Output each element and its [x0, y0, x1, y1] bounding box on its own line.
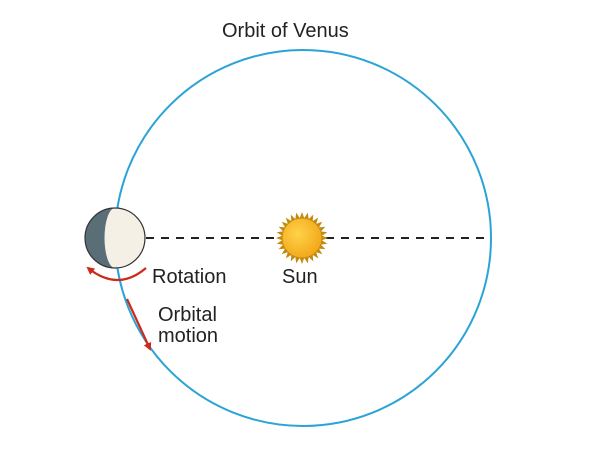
diagram-title: Orbit of Venus: [222, 20, 349, 42]
rotation-label: Rotation: [152, 266, 227, 288]
orbital-motion-label-line2: motion: [158, 325, 219, 347]
sun-disc: [281, 217, 323, 259]
sun-icon: [276, 212, 328, 264]
orbital-motion-label: Orbital motion: [158, 305, 218, 347]
venus-planet-icon: [84, 207, 146, 269]
orbital-motion-label-line1: Orbital: [158, 304, 217, 326]
planet-day-side: [104, 208, 145, 268]
planet-outline: [84, 207, 146, 269]
rotation-arrow-icon: [86, 266, 147, 281]
sun-label: Sun: [282, 266, 318, 288]
orbital-motion-arrow-icon: [126, 298, 152, 351]
